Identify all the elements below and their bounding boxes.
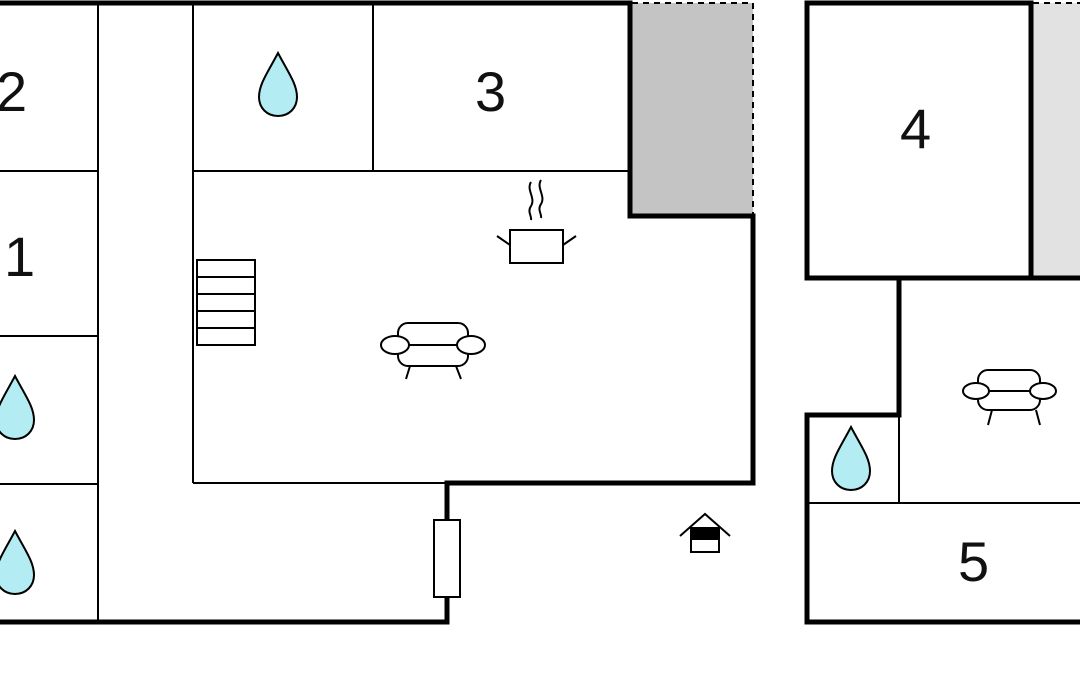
room-label-3: 3 (475, 60, 506, 123)
sofa-icon (380, 322, 486, 380)
water-drop-icon (0, 373, 36, 441)
cooking-pot-icon (496, 179, 577, 264)
door-icon (433, 519, 461, 598)
left-building: 2 1 3 (0, 0, 756, 625)
sofa-icon (962, 369, 1057, 426)
water-drop-icon (0, 528, 36, 596)
outer-wall-right-building (804, 0, 1080, 625)
terrace-area (630, 3, 753, 216)
terrace-area-right (1031, 3, 1080, 278)
outer-wall-left-building (0, 0, 756, 625)
room-label-4: 4 (900, 97, 931, 160)
entrance-icon (679, 512, 731, 553)
stairs-icon (196, 259, 256, 346)
water-drop-icon (257, 50, 299, 118)
right-building: 4 5 (804, 0, 1080, 625)
room-label-2: 2 (0, 60, 27, 123)
water-drop-icon (830, 424, 872, 492)
room-label-1: 1 (4, 225, 35, 288)
room-label-5: 5 (958, 530, 989, 593)
